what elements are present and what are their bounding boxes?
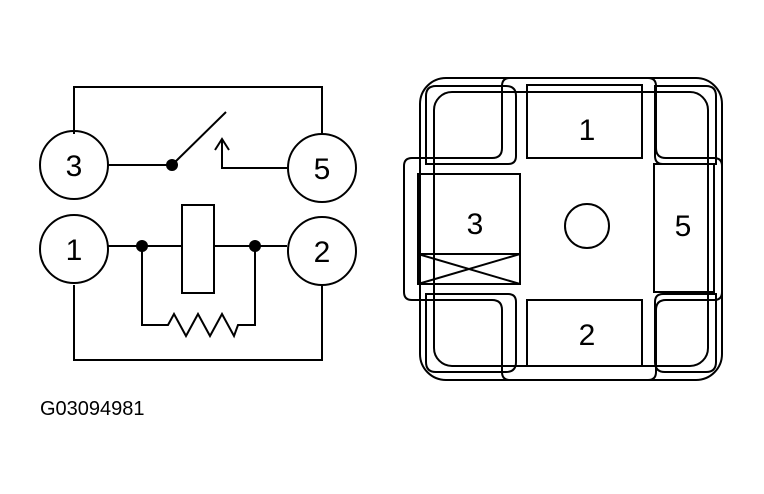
pin-5-label: 5 [314,153,331,186]
center-hole [564,203,610,249]
cavity-5-label: 5 [675,210,692,243]
connector-face [403,77,723,381]
corner-bl [425,293,517,373]
cavity-2 [526,299,643,367]
cavity-3-label: 3 [467,208,484,241]
cavity-5 [653,163,715,293]
resistor-wire [141,246,256,339]
figure-code: G03094981 [40,398,145,420]
top-wire [73,86,323,134]
switch-contact-arrow [214,137,230,151]
pin-1-circle [39,214,109,284]
cavity-3-cross-b [417,253,521,285]
pin-2-circle [287,216,357,286]
switch-contact-wire [221,140,287,169]
cavity-2-label: 2 [579,319,596,352]
corner-tl [425,85,517,165]
pin-1-label: 1 [66,234,83,267]
cavity-1-label: 1 [579,114,596,147]
relay-coil [181,204,215,294]
pin-3-label: 3 [66,150,83,183]
relay-schematic [39,86,357,361]
pin-3-circle [39,130,109,200]
connector-cross-outline [403,77,723,381]
pin-2-label: 2 [314,236,331,269]
left-junction-dot [136,240,148,252]
corner-br [654,293,717,373]
bottom-wire [73,285,323,361]
switch-pivot-dot [166,159,178,171]
switch-arm [171,111,227,166]
corner-tr [654,85,717,165]
cavity-3 [417,173,521,285]
pin-5-circle [287,133,357,203]
cavity-1 [526,84,643,159]
right-junction-dot [249,240,261,252]
junction-dots [136,159,261,252]
